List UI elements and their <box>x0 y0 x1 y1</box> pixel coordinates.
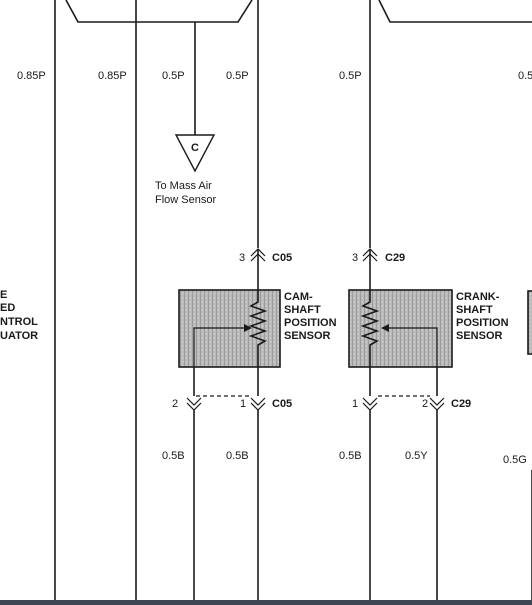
cam-bottom-connector: C05 <box>272 398 292 410</box>
crank-bottom-connector: C29 <box>451 398 471 410</box>
cam-top-pin: 3 <box>239 252 245 264</box>
connector-chevron-icon <box>250 397 266 411</box>
left-component-line2: ED <box>0 302 15 314</box>
cam-top-connector: C05 <box>272 252 292 264</box>
cam-sensor-line4: SENSOR <box>284 330 331 342</box>
crank-top-pin: 3 <box>352 252 358 264</box>
crank-sensor-line2: SHAFT <box>456 304 493 316</box>
ref-note-line1: To Mass Air <box>155 180 212 192</box>
wiper-arrow-icon <box>381 324 389 332</box>
bottom-bar <box>0 600 532 605</box>
cam-sensor-line1: CAM- <box>284 291 313 303</box>
crank-pin-left: 1 <box>352 398 358 410</box>
wiper-arrow-icon <box>244 324 252 332</box>
crank-sensor-line3: POSITION <box>456 317 509 329</box>
cam-wiper-line <box>193 327 248 367</box>
wire-label-5: 0.5P <box>339 70 362 82</box>
connector-chevron-icon <box>362 397 378 411</box>
wire-label-b5: 0.5G <box>503 454 527 466</box>
wire-label-2: 0.85P <box>98 70 127 82</box>
ref-connector-c: C <box>174 134 216 173</box>
wire-label-4: 0.5P <box>226 70 249 82</box>
connector-chevron-icon <box>186 397 202 411</box>
crankshaft-sensor: 3 C29 CRANK- SHAFT POSITION SENSOR 1 2 C… <box>348 248 509 600</box>
wire-label-3: 0.5P <box>162 70 185 82</box>
ref-note-line2: Flow Sensor <box>155 194 216 206</box>
triangle-icon <box>174 134 216 173</box>
connector-chevron-icon <box>429 397 445 411</box>
cam-sensor-line3: POSITION <box>284 317 337 329</box>
left-component-line3: NTROL <box>0 316 38 328</box>
left-component-line4: UATOR <box>0 330 38 342</box>
resistor-icon <box>360 290 380 367</box>
crank-pin-right: 2 <box>422 398 428 410</box>
wire-label-b1: 0.5B <box>162 450 185 462</box>
wire-label-b3: 0.5B <box>339 450 362 462</box>
crank-wiper-line <box>385 327 438 367</box>
wire-label-1: 0.85P <box>17 70 46 82</box>
ref-connector-letter: C <box>191 142 199 154</box>
crank-sensor-line1: CRANK- <box>456 291 500 303</box>
cam-sensor-line2: SHAFT <box>284 304 321 316</box>
camshaft-sensor: 3 C05 CAM- SHAFT POSITION SENSOR 2 1 C05 <box>172 248 337 600</box>
top-splice-left <box>65 0 253 23</box>
cam-pin-left: 2 <box>172 398 178 410</box>
top-splice-right <box>378 0 532 23</box>
resistor-icon <box>248 290 268 367</box>
wire-label-6: 0.5 <box>518 70 532 82</box>
crank-sensor-line4: SENSOR <box>456 330 503 342</box>
left-component-line1: E <box>0 289 7 301</box>
right-edge-component <box>527 290 532 355</box>
wire-label-b4: 0.5Y <box>405 450 428 462</box>
wire-label-b2: 0.5B <box>226 450 249 462</box>
cam-pin-right: 1 <box>240 398 246 410</box>
crank-top-connector: C29 <box>385 252 405 264</box>
